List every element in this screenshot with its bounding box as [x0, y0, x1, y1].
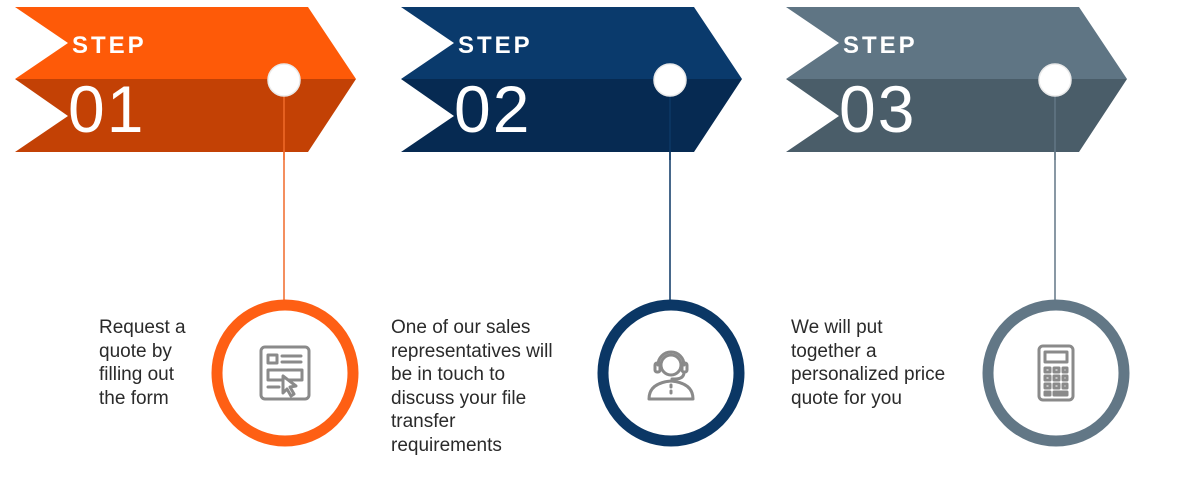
- headset-agent-icon: [647, 350, 695, 401]
- step-2-label: STEP: [458, 32, 533, 59]
- description-line: discuss your file: [391, 387, 527, 409]
- step-3-connector-node: [1038, 63, 1072, 97]
- step-2-connector-node: [653, 63, 687, 97]
- step-2-description: One of our sales representatives will be…: [391, 316, 596, 457]
- description-line: the form: [99, 387, 169, 409]
- step-1-icon-ring: [210, 298, 360, 448]
- step-1-connector-node: [267, 63, 301, 97]
- step-3-icon-ring: [981, 298, 1131, 448]
- calculator-icon: [1037, 344, 1075, 402]
- description-line: representatives will: [391, 340, 553, 362]
- description-line: filling out: [99, 364, 174, 385]
- step-2: STEP 02 One of our sales representatives…: [386, 0, 776, 499]
- step-2-icon-ring: [596, 298, 746, 448]
- step-1-number: 01: [68, 72, 146, 146]
- step-3-number: 03: [839, 72, 917, 146]
- form-click-icon: [259, 345, 311, 401]
- step-1-arrow-banner: [15, 7, 356, 160]
- description-line: quote for you: [791, 387, 902, 409]
- step-2-number: 02: [454, 72, 532, 146]
- step-3-arrow-banner: [786, 7, 1127, 160]
- description-line: personalized price: [791, 364, 946, 385]
- step-1-description: Request a quote by filling out the form: [99, 316, 219, 410]
- step-3: STEP 03 We will put together a personali…: [771, 0, 1161, 499]
- description-line: One of our sales: [391, 317, 531, 338]
- description-line: Request a: [99, 317, 186, 338]
- description-line: requirements: [391, 434, 502, 456]
- description-line: quote by: [99, 340, 172, 362]
- description-line: We will put: [791, 317, 883, 338]
- step-3-label: STEP: [843, 32, 918, 59]
- description-line: be in touch to: [391, 364, 506, 385]
- description-line: together a: [791, 340, 877, 362]
- step-1: STEP 01 Request a quote by filling out t…: [0, 0, 390, 499]
- step-2-arrow-banner: [401, 7, 742, 160]
- description-line: transfer: [391, 411, 456, 432]
- step-1-label: STEP: [72, 32, 147, 59]
- step-3-description: We will put together a personalized pric…: [791, 316, 981, 410]
